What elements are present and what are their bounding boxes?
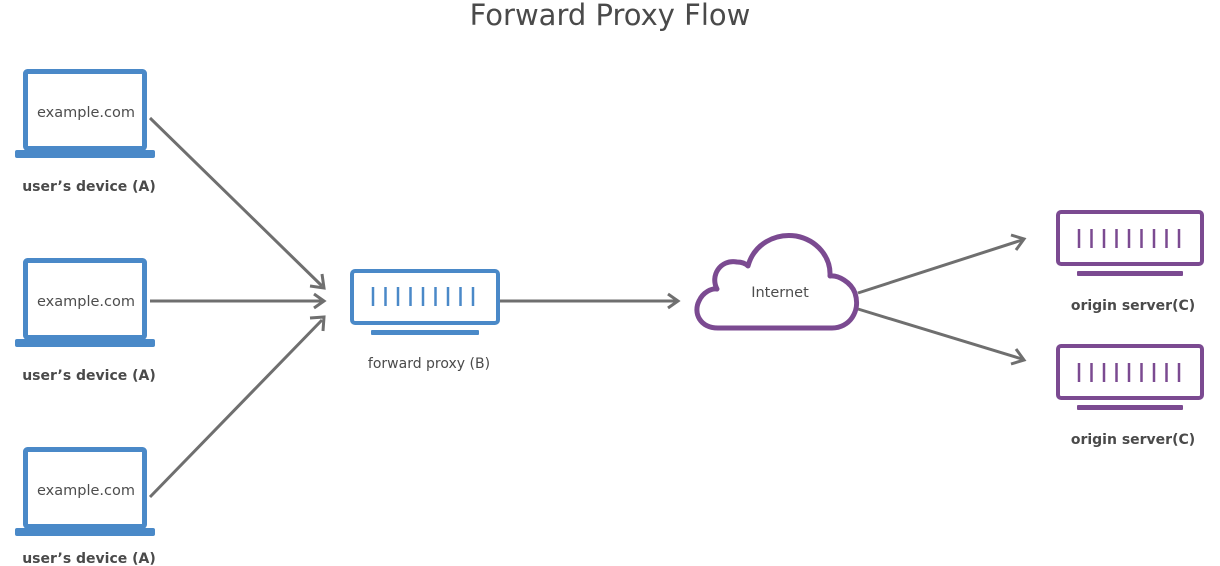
proxy-label: forward proxy (B): [368, 356, 490, 372]
arrow-internet-to-server-2: [857, 307, 1027, 366]
user-device-1: example.com user’s device (A): [15, 69, 156, 195]
arrow-internet-to-server-1: [857, 233, 1027, 295]
device-label: user’s device (A): [22, 551, 156, 566]
laptop-icon: [15, 258, 155, 347]
origin-server-2: origin server(C): [1056, 344, 1204, 448]
user-device-2: example.com user’s device (A): [15, 258, 156, 384]
laptop-icon: [15, 69, 155, 158]
server-icon: [1056, 344, 1204, 410]
internet-label: Internet: [751, 285, 809, 301]
arrow-device-3-to-proxy: [148, 315, 326, 499]
arrow-proxy-to-internet: [500, 292, 681, 310]
server-label: origin server(C): [1071, 432, 1195, 448]
server-label: origin server(C): [1071, 298, 1195, 314]
laptop-icon: [15, 447, 155, 536]
device-screen-text: example.com: [37, 294, 135, 310]
user-device-3: example.com user’s device (A): [15, 447, 156, 566]
internet-cloud: Internet: [694, 233, 859, 331]
arrow-device-2-to-proxy: [150, 292, 327, 310]
proxy-appliance-icon: [350, 269, 500, 335]
origin-server-1: origin server(C): [1056, 210, 1204, 314]
device-screen-text: example.com: [37, 105, 135, 121]
server-icon: [1056, 210, 1204, 276]
device-screen-text: example.com: [37, 483, 135, 499]
forward-proxy: forward proxy (B): [350, 269, 500, 372]
device-label: user’s device (A): [22, 179, 156, 195]
arrow-device-1-to-proxy: [148, 116, 326, 290]
device-label: user’s device (A): [22, 368, 156, 384]
diagram-title: Forward Proxy Flow: [470, 0, 751, 32]
cloud-icon: [694, 233, 859, 331]
